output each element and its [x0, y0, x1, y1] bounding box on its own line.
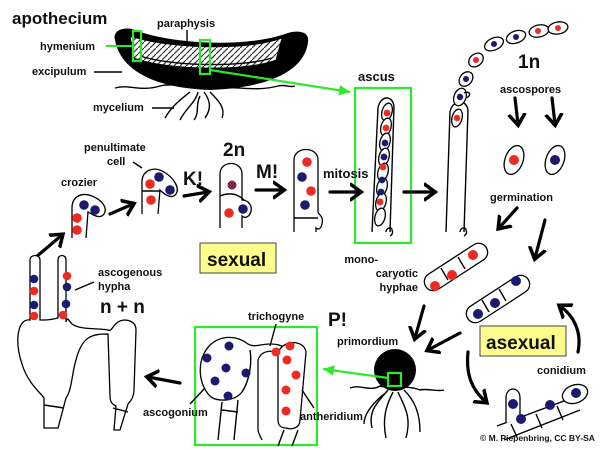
arrow-asexual-cycle [560, 306, 581, 354]
arrow-germination-1 [499, 206, 519, 228]
asexual-box [479, 325, 567, 357]
ascogonium-pointer [189, 387, 206, 405]
label-1n: 1n [518, 52, 540, 73]
label-sexual: sexual [207, 250, 266, 271]
arrow-ascospore-2 [552, 96, 555, 124]
label-asexual: asexual [486, 333, 556, 354]
label-germination: germination [490, 192, 553, 204]
arrow-to-conidiophore [465, 350, 486, 402]
label-antheridium: antheridium [300, 411, 363, 423]
crozier [71, 193, 106, 239]
label-mitosis: mitosis [323, 166, 369, 181]
mycelium-roots [114, 84, 296, 121]
arrow-gametangia-to-ascogenous [148, 377, 182, 383]
ascus [371, 97, 395, 237]
label-ascus: ascus [358, 69, 395, 84]
label-conidium: conidium [537, 365, 586, 377]
ascus-box [353, 86, 413, 245]
primordium-highlight [386, 371, 403, 388]
copyright-notice: © M. Piepenbring, CC BY-SA [480, 433, 595, 443]
arrow-crozier-to-penultimate [108, 204, 133, 214]
diploid-nucleus [227, 180, 237, 190]
label-paraphysis: paraphysis [157, 18, 215, 30]
label-ascogonium: ascogonium [143, 407, 208, 419]
ascogonium [199, 336, 289, 441]
label-p: P! [328, 310, 347, 331]
trichogyne-pointer [269, 323, 277, 347]
antheridium-pointer [301, 389, 315, 409]
penultimate-cell [141, 168, 178, 215]
label-apothecium: apothecium [12, 9, 107, 28]
label-primordium: primordium [337, 336, 398, 348]
label-mycelium: mycelium [93, 102, 144, 114]
apothecium [114, 28, 309, 90]
label-penultimate-1: penultimate [84, 142, 146, 154]
sexual-box [199, 242, 277, 274]
ascogenous-hyphae-structure [17, 254, 137, 431]
label-trichogyne: trichogyne [248, 311, 304, 323]
label-m: M! [256, 162, 278, 183]
antheridium [271, 341, 307, 447]
young-ascus-2n [219, 162, 252, 228]
monocaryotic-hypha-blue [465, 274, 531, 324]
ascus-highlight-small [198, 38, 212, 76]
label-k: K! [183, 169, 203, 190]
arrow-germination-2 [535, 218, 545, 258]
hymenium-layer [129, 35, 283, 69]
label-monocaryotic-3: hyphae [379, 282, 418, 294]
ascospore-blue [544, 144, 566, 176]
label-penultimate-2: cell [107, 156, 125, 168]
label-excipulum: excipulum [32, 66, 87, 78]
gametangia-box [193, 325, 319, 447]
label-hymenium: hymenium [40, 41, 95, 53]
label-ascogenous-1: ascogenous [98, 267, 162, 279]
label-crozier: crozier [61, 177, 98, 189]
arrow-hypha-to-crozier [34, 235, 62, 259]
primordium [349, 349, 445, 439]
arrow-karyogamy [182, 192, 208, 196]
label-2n: 2n [223, 140, 245, 161]
zoom-line-to-gametangia [322, 365, 389, 380]
ascospore-red [503, 144, 525, 176]
arrow-hypha-to-primordium-2 [428, 331, 462, 350]
ascospore-chain [373, 102, 394, 227]
ascogenous-pointer [74, 281, 95, 291]
label-ascospores: ascospores [500, 84, 561, 96]
arrow-ascospore-1 [515, 96, 518, 124]
discharging-ascus [445, 21, 569, 237]
label-monocaryotic-1: mono- [344, 254, 378, 266]
arrow-hypha-to-primordium-1 [415, 304, 424, 338]
label-n-plus-n: n + n [100, 297, 145, 318]
ascus-after-meiosis [293, 148, 324, 232]
monocaryotic-hypha-red [423, 242, 489, 292]
conidiophore [496, 383, 589, 441]
label-ascogenous-2: hypha [98, 281, 131, 293]
penultimate-pointer [132, 161, 143, 169]
zoom-line-to-ascus [209, 68, 351, 96]
label-monocaryotic-2: caryotic [376, 268, 418, 280]
